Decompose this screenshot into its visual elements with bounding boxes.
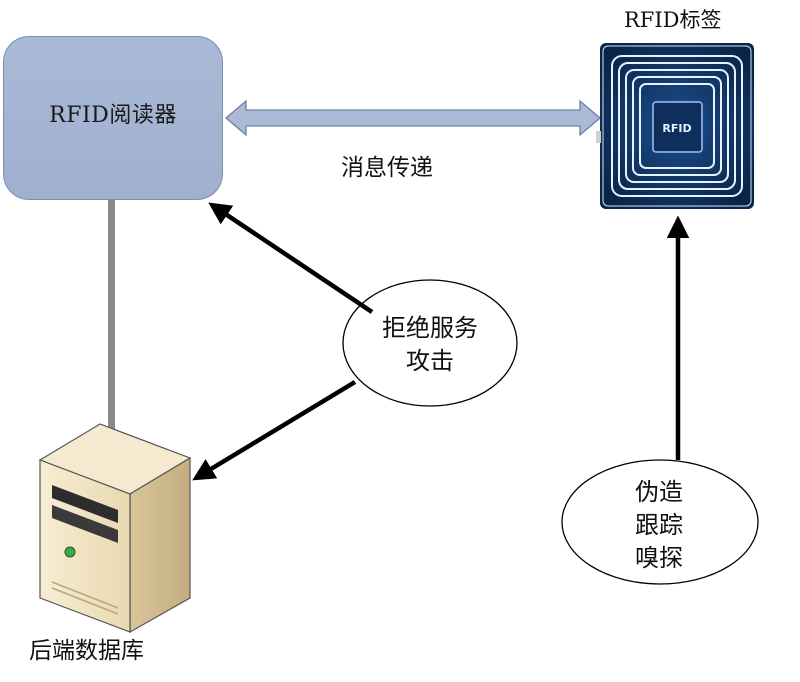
tag-attack-line: 跟踪 — [635, 511, 683, 539]
tag-attack-ellipse — [561, 459, 759, 585]
rfid-reader-box: RFID阅读器 — [3, 36, 223, 200]
dos-attack-ellipse — [342, 279, 518, 407]
tag-attack-text: 伪造 跟踪 嗅探 — [559, 476, 759, 575]
rfid-tag-image: RFID — [596, 43, 754, 209]
tag-attack-line: 嗅探 — [635, 544, 683, 572]
database-server-icon — [38, 423, 192, 634]
tag-chip-label: RFID — [662, 122, 691, 135]
tag-attack-line: 伪造 — [635, 478, 683, 506]
backend-database-label: 后端数据库 — [29, 638, 144, 664]
message-double-arrow — [224, 99, 602, 137]
rfid-tag-title: RFID标签 — [624, 8, 722, 32]
message-passing-label: 消息传递 — [341, 155, 433, 181]
dos-to-reader-arrow — [208, 202, 374, 314]
dos-attack-line: 攻击 — [406, 347, 454, 375]
dos-to-database-arrow — [192, 380, 357, 481]
rfid-reader-label: RFID阅读器 — [49, 103, 177, 128]
dos-attack-line: 拒绝服务 — [382, 314, 478, 342]
dos-attack-text: 拒绝服务 攻击 — [345, 312, 515, 378]
reader-server-connector — [108, 198, 115, 438]
